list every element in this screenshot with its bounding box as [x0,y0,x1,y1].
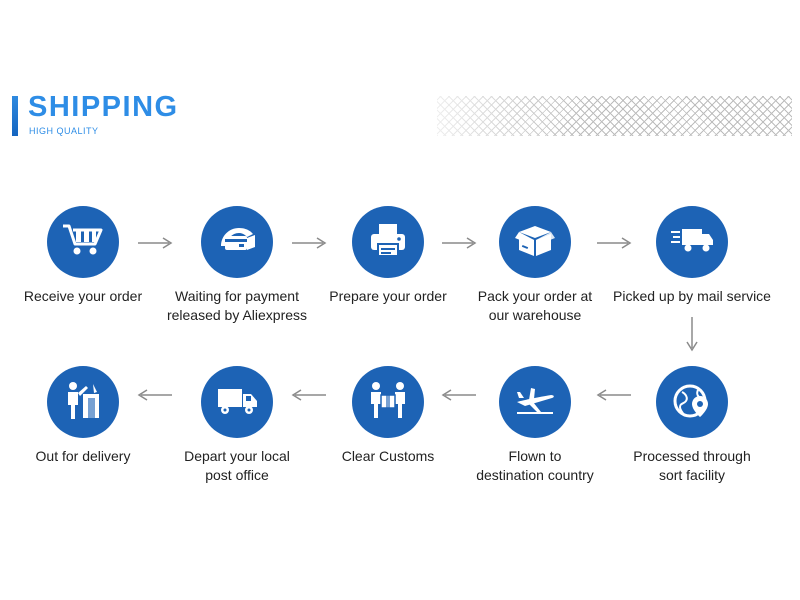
step-label: Picked up by mail service [613,288,771,304]
printer-icon [364,216,412,269]
arrow-right-icon [442,237,477,249]
step-circle [656,206,728,278]
step-circle [47,206,119,278]
arrow-left-icon [137,389,172,401]
step-label: Depart your local post office [184,448,290,483]
step-circle [352,366,424,438]
airplane-icon [511,376,559,429]
step-waiting-payment: Waiting for payment released by Aliexpre… [157,206,317,325]
step-depart-post-office: Depart your local post office [157,366,317,485]
arrow-right-icon [138,237,173,249]
arrow-down-icon [686,317,698,352]
step-clear-customs: Clear Customs [308,366,468,466]
arrow-left-icon [441,389,476,401]
step-label: Clear Customs [341,448,435,464]
step-out-for-delivery: Out for delivery [3,366,163,466]
step-prepare-order: Prepare your order [308,206,468,306]
delivery-truck-icon [213,376,261,429]
fast-delivery-truck-icon [668,216,716,269]
payment-card-icon [213,216,261,269]
step-label: Waiting for payment released by Aliexpre… [166,288,308,323]
shopping-cart-icon [59,216,107,269]
step-picked-up: Picked up by mail service [612,206,772,306]
customs-officers-icon [364,376,412,429]
step-label: Receive your order [23,288,143,304]
page-title: SHIPPING [28,91,179,123]
step-circle [201,206,273,278]
step-circle [201,366,273,438]
delivery-person-icon [59,376,107,429]
step-flown-destination: Flown to destination country [455,366,615,485]
globe-location-icon [668,376,716,429]
step-label: Flown to destination country [476,448,594,483]
arrow-left-icon [596,389,631,401]
step-label: Out for delivery [35,448,131,464]
package-box-icon [511,216,559,269]
step-circle [352,206,424,278]
arrow-right-icon [597,237,632,249]
step-pack-order: Pack your order at our warehouse [455,206,615,325]
step-circle [47,366,119,438]
step-processed-sort-facility: Processed through sort facility [612,366,772,485]
decorative-hatch-pattern [437,96,792,136]
step-circle [656,366,728,438]
step-label: Pack your order at our warehouse [477,288,593,323]
step-receive-order: Receive your order [3,206,163,306]
step-circle [499,366,571,438]
step-label: Prepare your order [329,288,447,304]
arrow-right-icon [292,237,327,249]
step-circle [499,206,571,278]
step-label: Processed through sort facility [633,448,751,483]
page-subtitle: HIGH QUALITY [29,126,99,136]
header-accent-bar [12,96,18,136]
arrow-left-icon [291,389,326,401]
